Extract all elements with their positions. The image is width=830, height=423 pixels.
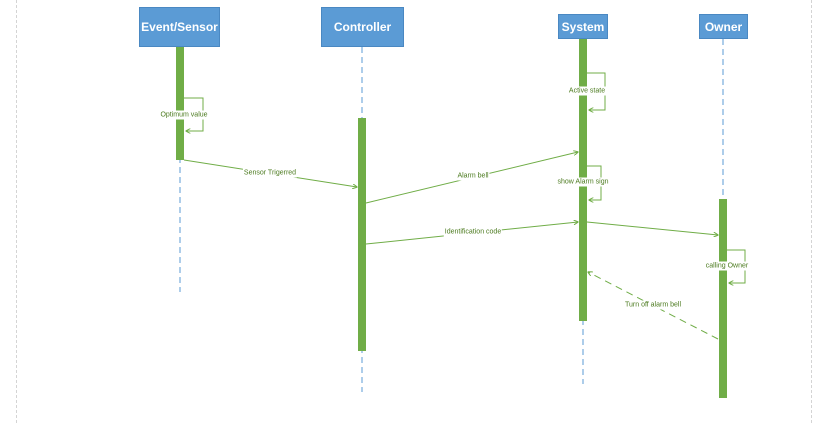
actor-controller: Controller [321, 7, 404, 47]
label-alarm-bell: Alarm bell [456, 171, 490, 181]
page-border-right [811, 0, 812, 423]
label-optimum-value: Optimum value [159, 110, 209, 120]
activation-event-sensor [176, 47, 184, 160]
activation-controller [358, 118, 366, 351]
label-show-alarm-sign: show Alarm sign [556, 177, 610, 187]
actor-owner: Owner [699, 14, 748, 39]
label-sensor-triggered: Sensor Trigerred [242, 168, 298, 178]
message-to-owner [586, 221, 718, 235]
page-border-left [16, 0, 17, 423]
actor-system: System [558, 14, 608, 39]
label-active-state: Active state [567, 86, 607, 96]
label-identification-code: Identification code [443, 227, 503, 237]
actor-event-sensor: Event/Sensor [139, 7, 220, 47]
activation-owner [719, 199, 727, 398]
label-calling-owner: calling Owner [704, 261, 750, 271]
label-turn-off-alarm-bell: Turn off alarm bell [623, 300, 683, 310]
